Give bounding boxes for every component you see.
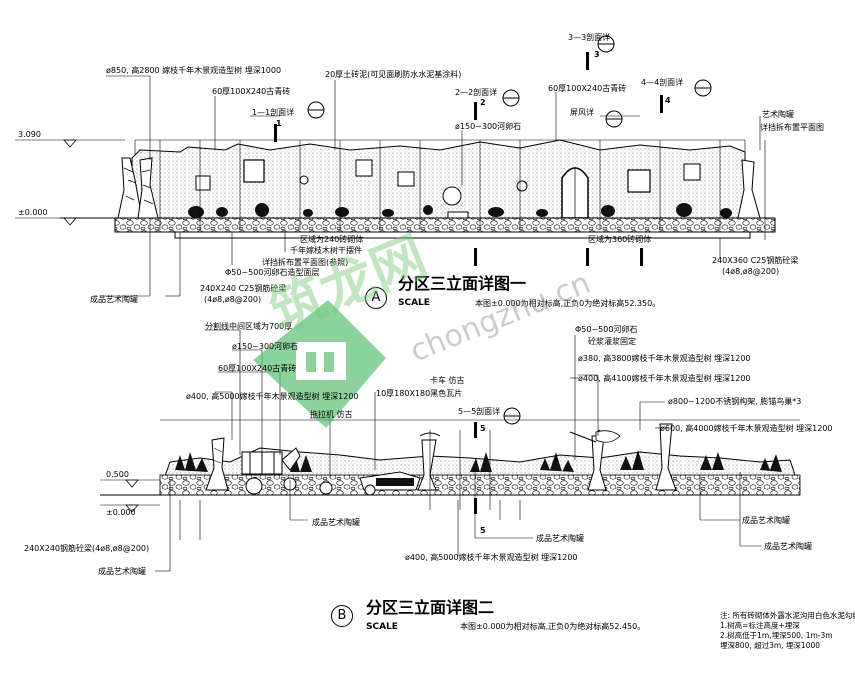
label-art-jar-b2: 成品艺术陶罐	[536, 534, 584, 543]
elevation-a-scale: SCALE	[398, 298, 430, 308]
label-stone-50-a: Φ50~500河卵石造型面层	[225, 268, 320, 277]
elevation-a-drawing	[15, 35, 776, 297]
label-truck: 卡车 仿古	[430, 376, 465, 385]
label-beam-240: 240X240 C25钢筋砼梁	[200, 284, 287, 293]
note-line-1: 注: 所有砖砌体外露水泥沟用白色水泥勾缝	[720, 611, 855, 620]
label-tree-400: ø400, 高5000嫁枝千年木景观造型树 埋深1200	[186, 392, 359, 401]
label-art-jar-b5: 成品艺术陶罐	[98, 567, 146, 576]
general-notes: 注: 所有砖砌体外露水泥沟用白色水泥勾缝 1.树高=标注高度+埋深 2.树高低于…	[720, 611, 855, 651]
label-steel-frame: ø800~1200不锈钢构架, 膨锚鸟巢*3	[668, 397, 802, 406]
label-beam-b: 240X240钢筋砼梁(4ø8,ø8@200)	[24, 544, 150, 553]
label-tile-10: 10厚180X180黑色瓦片	[376, 389, 463, 398]
label-beam-240-rebar: (4ø8,ø8@200)	[204, 295, 262, 304]
elevation-a-title: 分区三立面详图一	[398, 274, 527, 293]
label-section-44: 4—4剖面详	[641, 78, 684, 87]
elevation-mark-0500: 0.500	[106, 470, 129, 479]
label-tree-600: ø600, 高4000嫁枝千年木景观造型树 埋深1200	[660, 424, 833, 433]
label-brick-60-left: 60厚100X240古青砖	[212, 87, 291, 96]
section-number-5-top: 5	[480, 424, 486, 433]
elevation-b-scale-note: 本图±0.000为相对标高,正负0为绝对标高52.450。	[460, 622, 646, 631]
label-stone-150-a: ø150~300河卵石	[455, 122, 522, 131]
note-line-4: 埋深800, 超过3m, 埋深1000	[720, 641, 821, 650]
label-detail-ref: 详挡拆布置平面图	[760, 123, 824, 132]
section-number-3: 3	[594, 50, 600, 59]
section-number-2: 2	[480, 98, 486, 107]
label-screen-detail: 屏风详	[570, 108, 594, 117]
label-art-jar-b1: 成品艺术陶罐	[312, 518, 360, 527]
label-section-11: 1—1剖面详	[252, 108, 295, 117]
section-number-4: 4	[665, 96, 671, 105]
label-brick-60-right: 60厚100X240古青砖	[548, 84, 627, 93]
section-number-5-bottom: 5	[480, 526, 486, 535]
elevation-mark-3090: 3.090	[18, 130, 41, 139]
label-art-jar-right: 艺术陶罐	[762, 110, 794, 119]
label-tree-380: ø380, 高3800嫁枝千年木景观造型树 埋深1200	[578, 354, 751, 363]
label-tree-400c: ø400, 高5000嫁枝千年木景观造型树 埋深1200	[405, 553, 578, 562]
section-number-1: 1	[276, 119, 282, 128]
elevation-b-title: 分区三立面详图二	[366, 598, 495, 617]
label-tractor: 拖拉机 仿古	[310, 410, 353, 419]
note-line-2: 1.树高=标注高度+埋深	[720, 621, 800, 630]
watermark-logo	[253, 300, 386, 428]
label-tree-400b: ø400, 高4100嫁枝千年木景观造型树 埋深1200	[578, 374, 751, 383]
elevation-b-drawing	[100, 329, 801, 572]
label-section-22: 2—2剖面详	[455, 88, 498, 97]
drawing-circle-a: A	[365, 287, 387, 309]
drawing-circle-b: B	[331, 605, 353, 627]
label-section-55: 5—5剖面详	[458, 407, 501, 416]
label-art-jar-b3: 成品艺术陶罐	[742, 516, 790, 525]
note-line-3: 2.树高低于1m,埋深500, 1m-3m	[720, 631, 833, 640]
label-beam-360-rebar: (4ø8,ø8@200)	[722, 267, 780, 276]
label-grout-fixed: 砼浆灌浆固定	[588, 337, 636, 346]
elevation-mark-0000-a: ±0.000	[18, 208, 48, 217]
label-tree-850: ø850, 高2800 嫁枝千年木景观造型树 埋深1000	[106, 66, 282, 75]
label-brick-60-b: 60厚100X240古青砖	[218, 364, 297, 373]
elevation-mark-0000-b: ±0.000	[106, 508, 136, 517]
label-section-33: 3—3剖面详	[568, 33, 611, 42]
label-stone-50-b: Φ50~500河卵石	[575, 325, 638, 334]
label-wall-20: 20厚土砖泥(可见面刷防水水泥基涂料)	[325, 70, 462, 79]
label-zone-240: 区域为240砖砌体	[300, 235, 364, 244]
label-beam-360: 240X360 C25钢筋砼梁	[712, 256, 799, 265]
label-stone-150-b: ø150~300河卵石	[232, 342, 299, 351]
elevation-a-scale-note: 本图±0.000为相对标高,正负0为绝对标高52.350。	[475, 299, 661, 308]
label-art-jar-b4: 成品艺术陶罐	[764, 542, 812, 551]
label-detail-plan: 详挡拆布置平面图(参照)	[262, 258, 349, 267]
elevation-b-scale: SCALE	[366, 622, 398, 632]
label-dry-tree: 千年嫁枝木树干摆件	[290, 246, 362, 255]
label-art-jar-a: 成品艺术陶罐	[90, 295, 138, 304]
label-zone-360: 区域为360砖砌体	[588, 235, 652, 244]
label-zone-700: 分割线中间区域为700厚	[205, 322, 293, 331]
